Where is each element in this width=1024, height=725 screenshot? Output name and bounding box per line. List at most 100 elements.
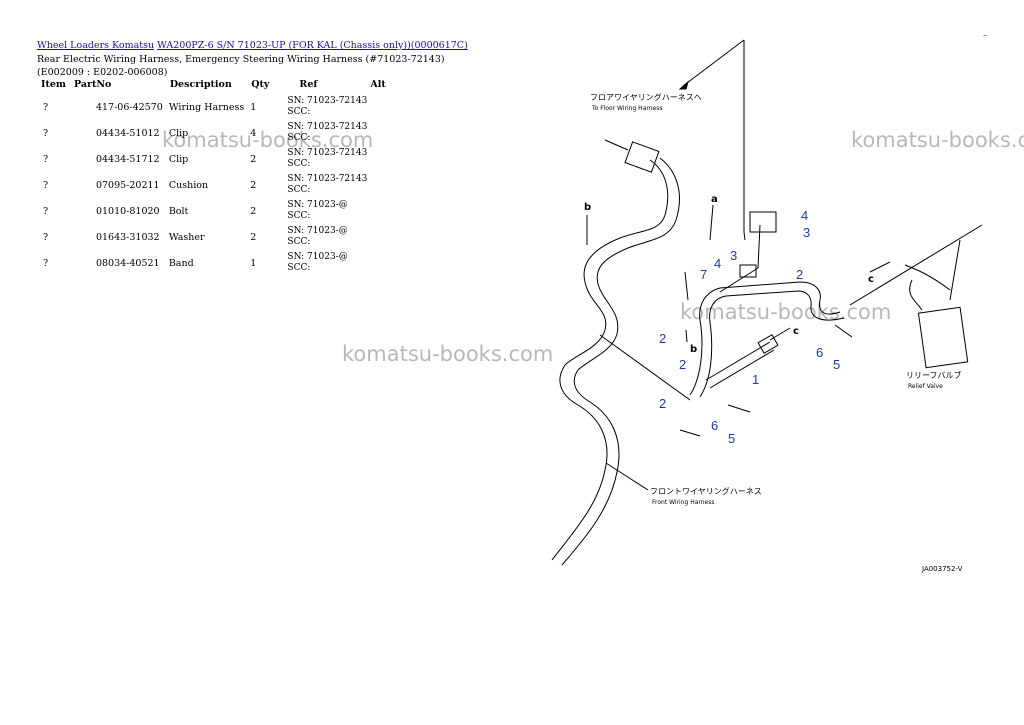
header-alt: Alt <box>370 78 386 90</box>
ref-serial: SN: 71023-72143 <box>287 148 368 158</box>
parts-table: Item PartNo Description Qty Ref Alt ?417… <box>37 78 390 276</box>
cell-item: ? <box>43 153 49 165</box>
leader-line <box>869 261 891 273</box>
harness-front <box>551 364 608 561</box>
cell-alt <box>370 198 389 224</box>
leader-line <box>709 204 714 241</box>
callout-2: 2 <box>659 331 666 346</box>
bolt <box>679 429 701 437</box>
cell-ref: SN: 71023-@SCC: <box>273 198 370 224</box>
cell-alt <box>370 250 389 276</box>
drawing-code: JA003752-V <box>921 565 963 573</box>
harness-branch <box>705 341 771 381</box>
callout-2: 2 <box>679 357 686 372</box>
cell-alt <box>370 172 389 198</box>
connector <box>757 334 779 354</box>
cell-item: ? <box>43 205 49 217</box>
cell-alt <box>370 94 389 120</box>
valve-harness <box>904 264 951 291</box>
bolt <box>604 139 629 151</box>
callout-3: 3 <box>730 248 737 263</box>
wiring-harness-diagram: フロアワイヤリングハーネスへ To Floor Wiring Harness フ… <box>551 39 983 573</box>
bolt <box>834 324 853 338</box>
ref-serial: SN: 71023-@ <box>287 252 348 262</box>
cell-ref: SN: 71023-@SCC: <box>273 224 370 250</box>
ref-serial: SN: 71023-@ <box>287 226 348 236</box>
watermark: komatsu-books.com <box>851 128 1024 152</box>
cell-description: Bolt <box>168 205 189 217</box>
ref-serial: SN: 71023-72143 <box>287 122 368 132</box>
cell-qty: 2 <box>250 205 257 217</box>
harness-branch <box>719 267 759 293</box>
cell-qty: 2 <box>250 231 257 243</box>
breadcrumb-link-model[interactable]: WA200PZ-6 S/N 71023-UP (FOR KAL (Chassis… <box>157 40 468 51</box>
ref-scc: SCC: <box>287 237 311 247</box>
cell-partno: 01643-31032 <box>95 231 160 243</box>
callout-5: 5 <box>728 431 735 446</box>
header-partno: PartNo <box>73 78 112 90</box>
callout-3: 3 <box>803 225 810 240</box>
cell-description: Clip <box>168 153 189 165</box>
cell-item: ? <box>43 101 49 113</box>
watermark: komatsu-books.com <box>342 342 554 366</box>
leader-line <box>685 329 688 343</box>
bolt <box>684 271 689 301</box>
cell-partno: 417-06-42570 <box>95 101 163 113</box>
leader-line <box>682 39 745 87</box>
connector <box>749 211 777 233</box>
connector <box>624 141 660 173</box>
ref-letter-b: b <box>690 344 697 355</box>
ref-scc: SCC: <box>287 185 311 195</box>
ref-scc: SCC: <box>287 263 311 273</box>
label-relief-valve-en: Relief Valve <box>908 383 943 390</box>
cell-qty: 4 <box>250 127 257 139</box>
arrow-head <box>678 80 689 90</box>
cell-qty: 1 <box>250 101 257 113</box>
cell-description: Cushion <box>168 179 209 191</box>
header-item: Item <box>41 78 66 90</box>
callout-6: 6 <box>816 345 823 360</box>
harness-main-inner <box>699 290 845 398</box>
cell-description: Band <box>168 257 194 269</box>
watermark: komatsu-books.com <box>162 128 374 152</box>
cell-partno: 01010-81020 <box>95 205 160 217</box>
page-subtitle: Rear Electric Wiring Harness, Emergency … <box>37 54 445 78</box>
cell-partno: 04434-51712 <box>95 153 160 165</box>
leader-line <box>743 40 746 241</box>
callout-6: 6 <box>711 418 718 433</box>
label-floor-harness-jp: フロアワイヤリングハーネスへ <box>590 92 702 102</box>
ref-letter-c: c <box>793 326 799 337</box>
harness-branch <box>709 349 775 389</box>
label-relief-valve-jp: リリーフバルブ <box>906 370 962 380</box>
relief-valve <box>917 306 969 369</box>
cell-item: ? <box>43 231 49 243</box>
valve-harness <box>909 279 923 311</box>
clip <box>739 264 757 278</box>
callout-4: 4 <box>714 256 721 271</box>
label-front-harness-jp: フロントワイヤリングハーネス <box>650 486 762 496</box>
label-front-harness-en: Front Wiring Harness <box>652 499 715 506</box>
ref-serial: SN: 71023-72143 <box>287 174 368 184</box>
cell-description: Wiring Harness <box>168 101 245 113</box>
harness-branch <box>849 224 983 306</box>
leader-line <box>769 327 791 341</box>
ref-scc: SCC: <box>287 107 311 117</box>
callout-5: 5 <box>833 357 840 372</box>
ref-scc: SCC: <box>287 159 311 169</box>
cell-description: Washer <box>168 231 205 243</box>
harness-front-outer <box>561 369 620 566</box>
watermark: komatsu-books.com <box>680 300 892 324</box>
cell-item: ? <box>43 257 49 269</box>
breadcrumb-link-wheel-loaders[interactable]: Wheel Loaders Komatsu <box>37 40 155 51</box>
table-row: ? 417-06-42570 Wiring Harness 1 SN: 71023-72… <box>37 94 390 120</box>
ref-serial: SN: 71023-72143 <box>287 96 368 106</box>
breadcrumb: Wheel Loaders Komatsu WA200PZ-6 S/N 7102… <box>37 40 468 51</box>
label-floor-harness-en: To Floor Wiring Harness <box>591 105 662 112</box>
callout-2: 2 <box>659 396 666 411</box>
table-row: ? 01643-31032 Washer 2 SN: 71023-@SCC: <box>37 224 390 250</box>
